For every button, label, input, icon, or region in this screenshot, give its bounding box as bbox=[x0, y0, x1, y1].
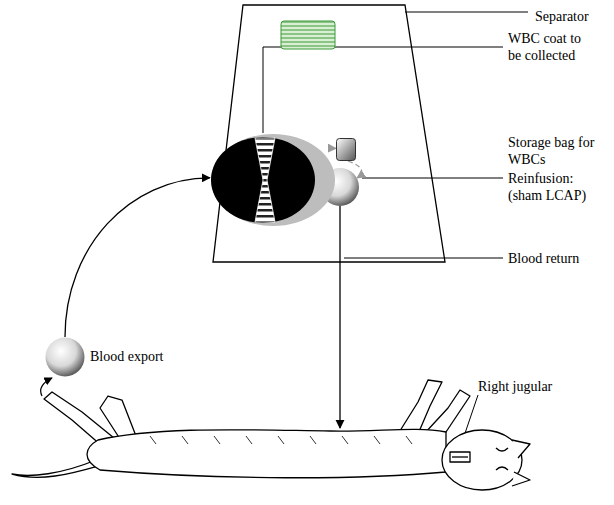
bowl-outer bbox=[211, 134, 335, 226]
leader-line bbox=[263, 47, 503, 133]
storage-bag bbox=[337, 139, 356, 161]
cat-tail bbox=[12, 460, 98, 477]
export-chamber bbox=[46, 338, 85, 377]
callout-label: WBC coat to be collected bbox=[508, 30, 592, 64]
fur-stripe bbox=[214, 436, 220, 444]
cat-hind-leg bbox=[44, 392, 114, 446]
cat-figure bbox=[12, 380, 530, 490]
fur-stripes bbox=[150, 436, 412, 444]
separator-housing bbox=[213, 5, 445, 262]
control-panel bbox=[281, 21, 335, 49]
blood-export-node: Blood export bbox=[45, 337, 85, 377]
fur-stripe bbox=[342, 436, 348, 444]
jugular-vein bbox=[452, 456, 468, 457]
cat-eye bbox=[496, 448, 508, 451]
fur-stripe bbox=[182, 436, 188, 444]
fur-stripe bbox=[278, 436, 284, 444]
leader-line bbox=[405, 12, 528, 13]
callout-label: Right jugular bbox=[478, 378, 588, 395]
cat-head bbox=[442, 430, 522, 490]
cat-eye bbox=[496, 467, 508, 470]
node-label: Separator bbox=[535, 8, 614, 25]
fur-stripe bbox=[374, 436, 380, 444]
jugular-incision bbox=[450, 452, 470, 462]
flow-connector bbox=[331, 148, 336, 149]
callout-label: Reinfusion: (sham LCAP) bbox=[508, 170, 592, 204]
fur-stripe bbox=[310, 436, 316, 444]
bowl-inner bbox=[211, 137, 315, 223]
leader-line bbox=[344, 258, 503, 259]
node-shape bbox=[205, 5, 448, 263]
wbc-hourglass bbox=[255, 138, 275, 222]
flow-connector bbox=[65, 178, 210, 337]
node-label: Blood export bbox=[90, 348, 190, 365]
cat-ear bbox=[512, 440, 530, 458]
fur-stripe bbox=[150, 436, 156, 444]
cat-ear bbox=[512, 472, 530, 486]
cat-body bbox=[87, 429, 446, 477]
node-label: Storage bag for WBCs bbox=[508, 134, 608, 168]
fur-stripe bbox=[246, 436, 252, 444]
fur-stripe bbox=[406, 436, 412, 444]
storage-bag-node: Storage bag for WBCs bbox=[336, 138, 356, 161]
blood-return-line bbox=[339, 206, 340, 428]
node-shape bbox=[336, 138, 356, 161]
separator-node: SeparatorStorage bag for WBCs bbox=[205, 5, 448, 263]
node-shape bbox=[45, 337, 85, 377]
callout-label: Blood return bbox=[508, 250, 608, 267]
